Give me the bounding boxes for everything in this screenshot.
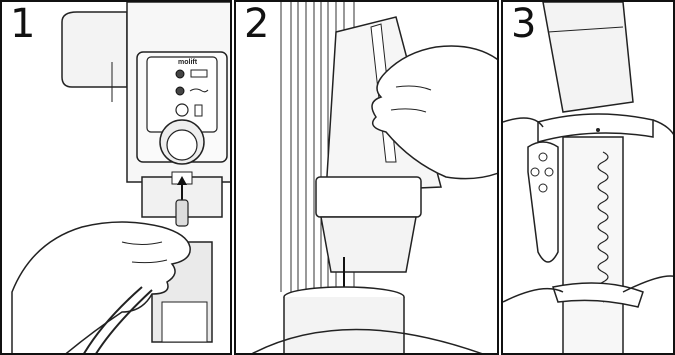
step-1-panel: molift 1 — [0, 0, 232, 355]
hand-control-icon — [528, 142, 558, 262]
step-2-illustration — [236, 2, 499, 355]
brand-label: molift — [178, 59, 198, 66]
mains-plug-icon — [176, 200, 188, 226]
step-number: 2 — [244, 4, 269, 44]
step-3-panel: 3 — [501, 0, 675, 355]
indicator-light-icon — [176, 70, 184, 78]
step-number: 1 — [10, 4, 35, 44]
step-1-illustration: molift — [2, 2, 232, 355]
step-2-panel: 2 — [234, 0, 499, 355]
step-number: 3 — [511, 4, 536, 44]
step-3-illustration — [503, 2, 675, 355]
power-button-icon — [176, 104, 188, 116]
